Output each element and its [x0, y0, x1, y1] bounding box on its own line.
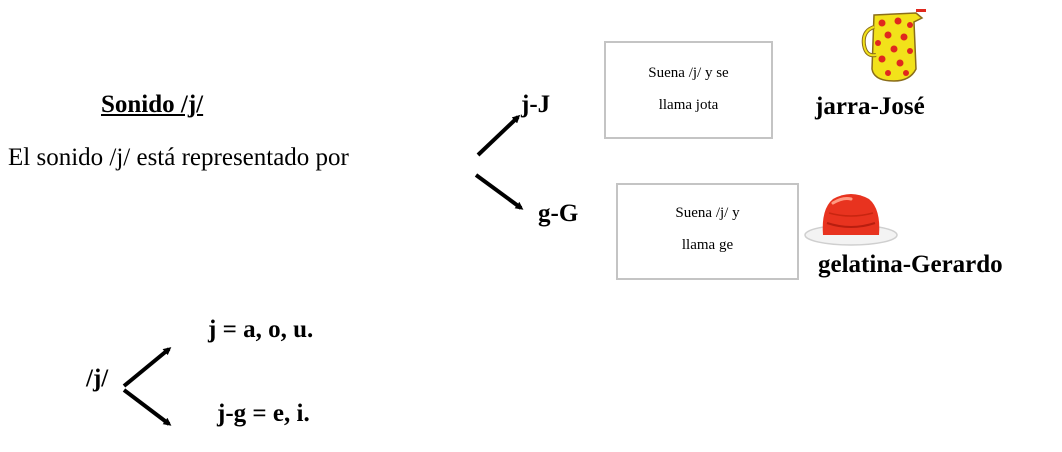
note-ge-line2: llama ge [681, 237, 734, 253]
note-box-ge: Suena /j/ y llama ge [616, 183, 799, 280]
example-gelatina: gelatina-Gerardo [818, 251, 1003, 278]
rule-line-e-i: j-g = e, i. [217, 400, 310, 427]
example-jarra: jarra-José [815, 93, 925, 120]
intro-text: El sonido /j/ está representado por [8, 144, 349, 171]
jug-icon [861, 9, 926, 82]
note-jota-line1: Suena /j/ y se [648, 65, 729, 81]
arrow-rule-down [122, 388, 172, 426]
note-box-jota: Suena /j/ y se llama jota [604, 41, 773, 139]
rule-symbol: /j/ [86, 365, 109, 392]
gelatin-icon [804, 194, 898, 246]
note-ge-line1: Suena /j/ y [675, 205, 740, 221]
rule-line-a-o-u: j = a, o, u. [208, 316, 314, 343]
letter-g-label: g-G [538, 200, 579, 227]
letter-j-label: j-J [521, 91, 551, 118]
page-title: Sonido /j/ [101, 91, 204, 118]
arrow-up-to-j [476, 114, 521, 157]
note-jota-line2: llama jota [658, 97, 719, 113]
arrow-down-to-g [474, 173, 524, 210]
arrow-rule-up [122, 347, 172, 388]
